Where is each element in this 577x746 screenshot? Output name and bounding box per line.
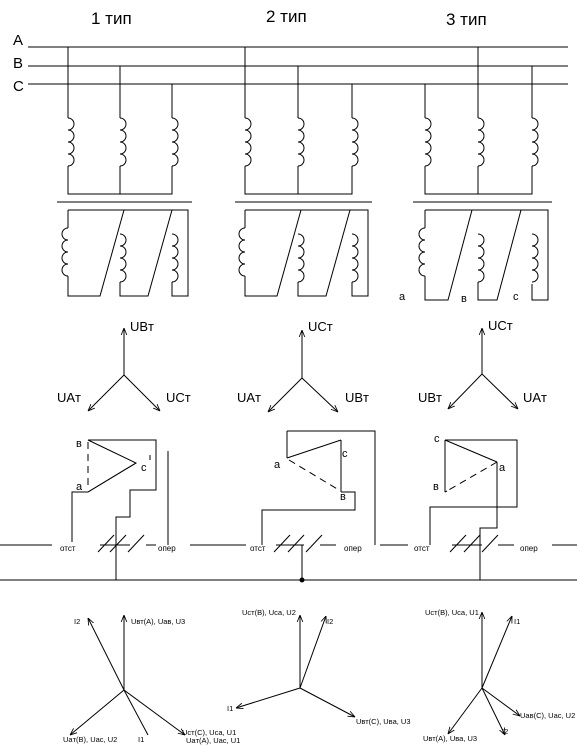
type-1-primary-windings — [57, 47, 192, 203]
type-3-tri-right-label: а — [499, 462, 506, 474]
type-3-diagram-upper-left: Uст(B), Uca, U1 — [425, 608, 479, 617]
type-2-wye-left-label: UAт — [237, 390, 261, 405]
type-2-tri-left-label: а — [274, 459, 281, 471]
type-3-sec-label-c: с — [513, 291, 519, 303]
type-1-diagram-lower-mid: I1 — [138, 735, 144, 744]
type-2-tri-bottom-label: в — [340, 491, 346, 503]
bus-label-a: A — [13, 32, 23, 49]
type-2-delta-circuit — [261, 430, 376, 583]
type-1-diagram-lower-left: Uaт(B), Uac, U2 — [63, 735, 117, 744]
type-3-secondary-windings — [418, 209, 549, 301]
type-2-rel-right-label: опер — [344, 544, 362, 553]
type-1-tri-bottom-label: а — [76, 481, 83, 493]
type-1-tri-right-label: с — [141, 462, 147, 474]
type-2-diagram-left: I1 — [227, 704, 233, 713]
type-3-title: 3 тип — [446, 10, 487, 29]
type-2-tri-right-label: с — [342, 448, 348, 460]
type-2-primary-windings — [235, 47, 372, 203]
type-1-diagram-upper-left: I2 — [74, 617, 80, 626]
type-3-primary-windings — [413, 47, 552, 203]
type-2-wye-right-label: UBт — [345, 390, 369, 405]
type-3-sec-label-b: в — [461, 293, 467, 305]
type-1-secondary-windings — [61, 209, 189, 297]
type-1-rel-left-label: отст — [60, 544, 76, 553]
type-2-wye-vectors — [268, 330, 338, 412]
type-1-wye-vectors — [88, 328, 160, 411]
type-3-wye-vectors — [448, 328, 518, 409]
type-3-rel-left-label: отст — [414, 544, 430, 553]
type-3-diagram-upper-right: I1 — [514, 617, 520, 626]
type-3-tri-bottom-label: в — [433, 481, 439, 493]
type-3-delta-circuit — [429, 439, 518, 580]
type-2-vector-diagram — [236, 615, 355, 717]
type-3-wye-right-label: UAт — [523, 390, 547, 405]
bus-label-c: C — [13, 78, 24, 95]
bus-label-b: B — [13, 55, 23, 72]
type-1-tri-top-label: в — [76, 438, 82, 450]
type-3-diagram-right: Uaв(C), Uac, U2 — [520, 711, 575, 720]
type-1-diagram-upper-right: Uвт(A), Uaв, U3 — [131, 617, 185, 626]
type-1-rel-right-label: опер — [158, 544, 176, 553]
type-3-rel-right-label: опер — [520, 544, 538, 553]
type-1-delta-circuit — [71, 439, 157, 580]
type-1-wye-left-label: UAт — [57, 390, 81, 405]
relay-bus-lines — [0, 451, 577, 581]
type-3-tri-top-label: с — [434, 433, 440, 445]
type-3-wye-left-label: UBт — [418, 390, 442, 405]
type-1-wye-top-label: UBт — [130, 319, 154, 334]
type-2-diagram-upper-right: I2 — [327, 617, 333, 626]
type-1-title: 1 тип — [91, 9, 132, 28]
type-3-sec-label-a: а — [399, 291, 406, 303]
type-2-diagram-upper-left: Uст(B), Uca, U2 — [242, 608, 296, 617]
type-2-wye-top-label: UCт — [308, 319, 333, 334]
type-1-wye-right-label: UCт — [166, 390, 191, 405]
type-2-title: 2 тип — [266, 7, 307, 26]
type-1-diagram-lower-right: Uст(C), Uca, U1 — [182, 728, 236, 737]
type-1-diagram-lower-right2: Uaт(A), Uac, U1 — [186, 736, 240, 745]
type-3-wye-top-label: UCт — [488, 318, 513, 333]
type-3-vector-diagram — [448, 612, 520, 735]
type-3-diagram-lower-left: Uвт(A), Uва, U3 — [423, 734, 477, 743]
type-3-diagram-lower-mid: I2 — [502, 727, 508, 736]
type-1-vector-diagram — [70, 615, 185, 735]
type-2-secondary-windings — [238, 209, 369, 297]
type-2-rel-left-label: отст — [250, 544, 266, 553]
type-2-diagram-lower-right: Uвт(C), Uва, U3 — [356, 717, 411, 726]
